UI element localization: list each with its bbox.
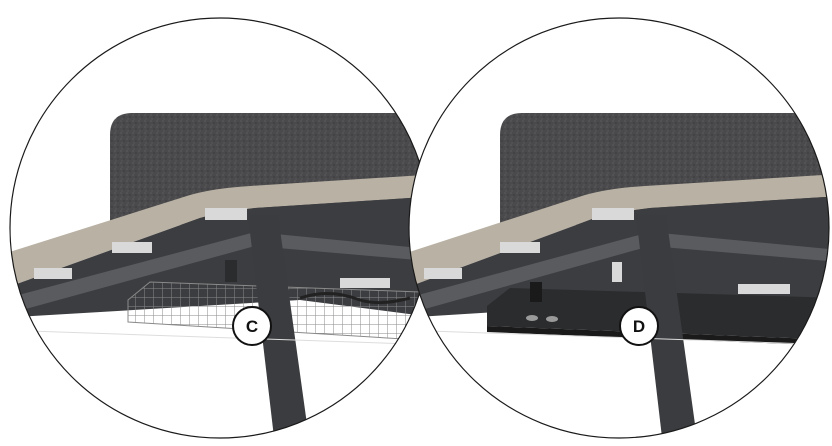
desk-leg [248, 215, 310, 438]
frame-beam [409, 232, 829, 316]
desk-leg [636, 215, 698, 438]
bracket [500, 242, 540, 253]
badge-label: C [246, 317, 258, 336]
bracket [340, 278, 390, 288]
badge-d: D [619, 306, 659, 346]
bracket [424, 268, 462, 279]
bracket [34, 268, 72, 279]
bracket [205, 208, 247, 220]
badge-c: C [232, 306, 272, 346]
desktop-underside [10, 196, 430, 318]
desktop-edge [409, 174, 829, 290]
bracket [592, 208, 634, 220]
frame-beam [10, 232, 430, 316]
illustration-d: D [408, 17, 830, 439]
bracket [112, 242, 152, 253]
badge-label: D [633, 317, 645, 336]
desktop-underside [409, 196, 829, 318]
illustration-c: C [9, 17, 431, 439]
bracket [738, 284, 790, 294]
desktop-edge [10, 174, 430, 290]
